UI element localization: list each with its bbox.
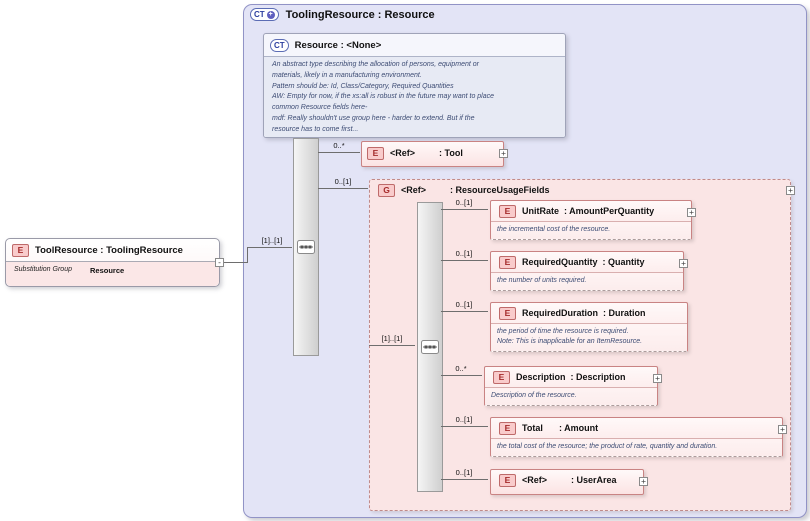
cardinality-label-tool: 0..* — [333, 141, 345, 150]
element-header: E UnitRate : AmountPerQuantity — [491, 201, 691, 221]
cardinality-label-unitrate: 0..[1] — [455, 198, 473, 207]
element-box-total[interactable]: E Total : Amount the total cost of the r… — [490, 417, 787, 457]
substitution-group-label: Substitution Group — [14, 266, 72, 273]
substitution-group-row: Substitution Group Resource — [6, 261, 219, 286]
element-name: UnitRate — [522, 206, 560, 216]
ct-label: CT — [274, 40, 285, 50]
element-name: Description — [516, 372, 566, 382]
group-header: G <Ref> : ResourceUsageFields — [370, 180, 790, 200]
annotation-line: An abstract type describing the allocati… — [272, 61, 480, 68]
cardinality-label-requiredquantity: 0..[1] — [455, 249, 473, 258]
derivation-icon: + — [266, 10, 275, 19]
element-name: RequiredDuration — [522, 308, 599, 318]
element-icon: E — [499, 204, 516, 218]
sequence-compositor-outer[interactable] — [293, 138, 319, 356]
element-type: : Quantity — [602, 257, 645, 267]
expand-toggle[interactable]: + — [639, 477, 648, 486]
element-header: E RequiredDuration : Duration — [491, 303, 687, 323]
element-annotation: the total cost of the resource; the prod… — [491, 438, 782, 456]
element-annotation: the number of units required. — [491, 272, 683, 290]
cardinality-label-requiredduration: 0..[1] — [455, 300, 473, 309]
annotation-line: mdf: Really shouldn't use group here - h… — [272, 114, 475, 122]
element-title: ToolResource : ToolingResource — [35, 244, 183, 256]
basetype-header: CT Resource : <None> — [264, 34, 565, 56]
element-header: E Total : Amount — [491, 418, 782, 438]
cardinality-label-group: 0..[1] — [334, 177, 352, 186]
complextype-title: ToolingResource : Resource — [285, 8, 435, 21]
annotation-line: materials, likely in a manufacturing env… — [272, 71, 422, 79]
basetype-icon: CT — [270, 38, 289, 52]
element-icon: E — [499, 255, 516, 269]
element-type: : Description — [570, 372, 626, 382]
annotation-line: Pattern should be: Id, Class/Category, R… — [272, 82, 454, 90]
sequence-icon — [297, 240, 315, 254]
element-annotation: the period of time the resource is requi… — [491, 323, 687, 351]
expand-toggle[interactable]: + — [499, 149, 508, 158]
basetype-title: Resource : <None> — [294, 39, 382, 51]
element-box-description[interactable]: E Description : Description Description … — [484, 366, 662, 406]
element-name: Total — [522, 423, 543, 433]
annotation-line: resource has to come first... — [272, 125, 359, 133]
expand-toggle[interactable]: + — [653, 374, 662, 383]
element-header: E <Ref> : UserArea — [491, 470, 643, 490]
expand-toggle[interactable]: + — [778, 425, 787, 434]
group-name: <Ref> — [401, 185, 427, 195]
element-box-userarea-ref[interactable]: E <Ref> : UserArea + — [490, 469, 648, 495]
complextype-icon: CT + — [250, 8, 279, 21]
element-annotation: Description of the resource. — [485, 387, 657, 405]
element-name: <Ref> — [390, 148, 416, 158]
sequence-compositor-inner[interactable] — [417, 202, 443, 492]
expand-toggle[interactable]: + — [786, 186, 795, 195]
element-type: : Tool — [439, 148, 463, 158]
cardinality-label-userarea: 0..[1] — [455, 468, 473, 477]
group-icon: G — [378, 183, 395, 197]
element-type: : AmountPerQuantity — [564, 206, 655, 216]
basetype-box-resource[interactable]: CT Resource : <None> An abstract type de… — [263, 33, 566, 138]
group-type: : ResourceUsageFields — [450, 185, 550, 195]
element-annotation: the incremental cost of the resource. — [491, 221, 691, 239]
element-box-toolresource[interactable]: E ToolResource : ToolingResource Substit… — [5, 238, 224, 287]
element-name: <Ref> — [522, 475, 548, 485]
element-header: E Description : Description — [485, 367, 657, 387]
element-box-tool-ref[interactable]: E <Ref> : Tool + — [361, 141, 508, 167]
element-type: : Duration — [603, 308, 646, 318]
element-icon: E — [499, 306, 516, 320]
cardinality-label-seq-outer: [1]..[1] — [261, 236, 283, 245]
element-icon: E — [367, 146, 384, 160]
element-box-requiredquantity[interactable]: E RequiredQuantity : Quantity the number… — [490, 251, 688, 291]
expand-toggle[interactable]: + — [679, 259, 688, 268]
annotation-line: the period of time the resource is requi… — [497, 328, 629, 335]
cardinality-label-description: 0..* — [455, 364, 467, 373]
complextype-container-toolingresource[interactable]: CT + ToolingResource : Resource CT Resou… — [243, 4, 807, 518]
complextype-header: CT + ToolingResource : Resource — [250, 8, 435, 21]
cardinality-label-total: 0..[1] — [455, 415, 473, 424]
group-box-resourceusagefields[interactable]: G <Ref> : ResourceUsageFields + E — [369, 179, 795, 511]
cardinality-label-seq-inner: [1]..[1] — [381, 334, 403, 343]
element-icon: E — [499, 421, 516, 435]
element-icon: E — [12, 243, 29, 257]
element-box-requiredduration[interactable]: E RequiredDuration : Duration the period… — [490, 302, 688, 352]
expand-toggle[interactable]: + — [687, 208, 696, 217]
ct-label: CT — [254, 10, 265, 19]
element-type: : UserArea — [571, 475, 617, 485]
element-header: E <Ref> : Tool — [362, 142, 503, 164]
element-header: E RequiredQuantity : Quantity — [491, 252, 683, 272]
element-box-unitrate[interactable]: E UnitRate : AmountPerQuantity the incre… — [490, 200, 696, 240]
annotation-line: common Resource fields here- — [272, 104, 368, 112]
substitution-group-value: Resource — [90, 266, 125, 275]
element-icon: E — [499, 473, 516, 487]
collapse-toggle[interactable]: - — [215, 258, 224, 267]
element-header: E ToolResource : ToolingResource — [6, 239, 219, 261]
basetype-annotation: An abstract type describing the allocati… — [264, 56, 565, 137]
annotation-line: Note: This is inapplicable for an ItemRe… — [497, 338, 643, 345]
sequence-icon — [421, 340, 439, 354]
element-type: : Amount — [559, 423, 599, 433]
annotation-line: AW: Empty for now, if the xs:all is robu… — [272, 93, 495, 101]
element-icon: E — [493, 370, 510, 384]
element-name: RequiredQuantity — [522, 257, 598, 267]
